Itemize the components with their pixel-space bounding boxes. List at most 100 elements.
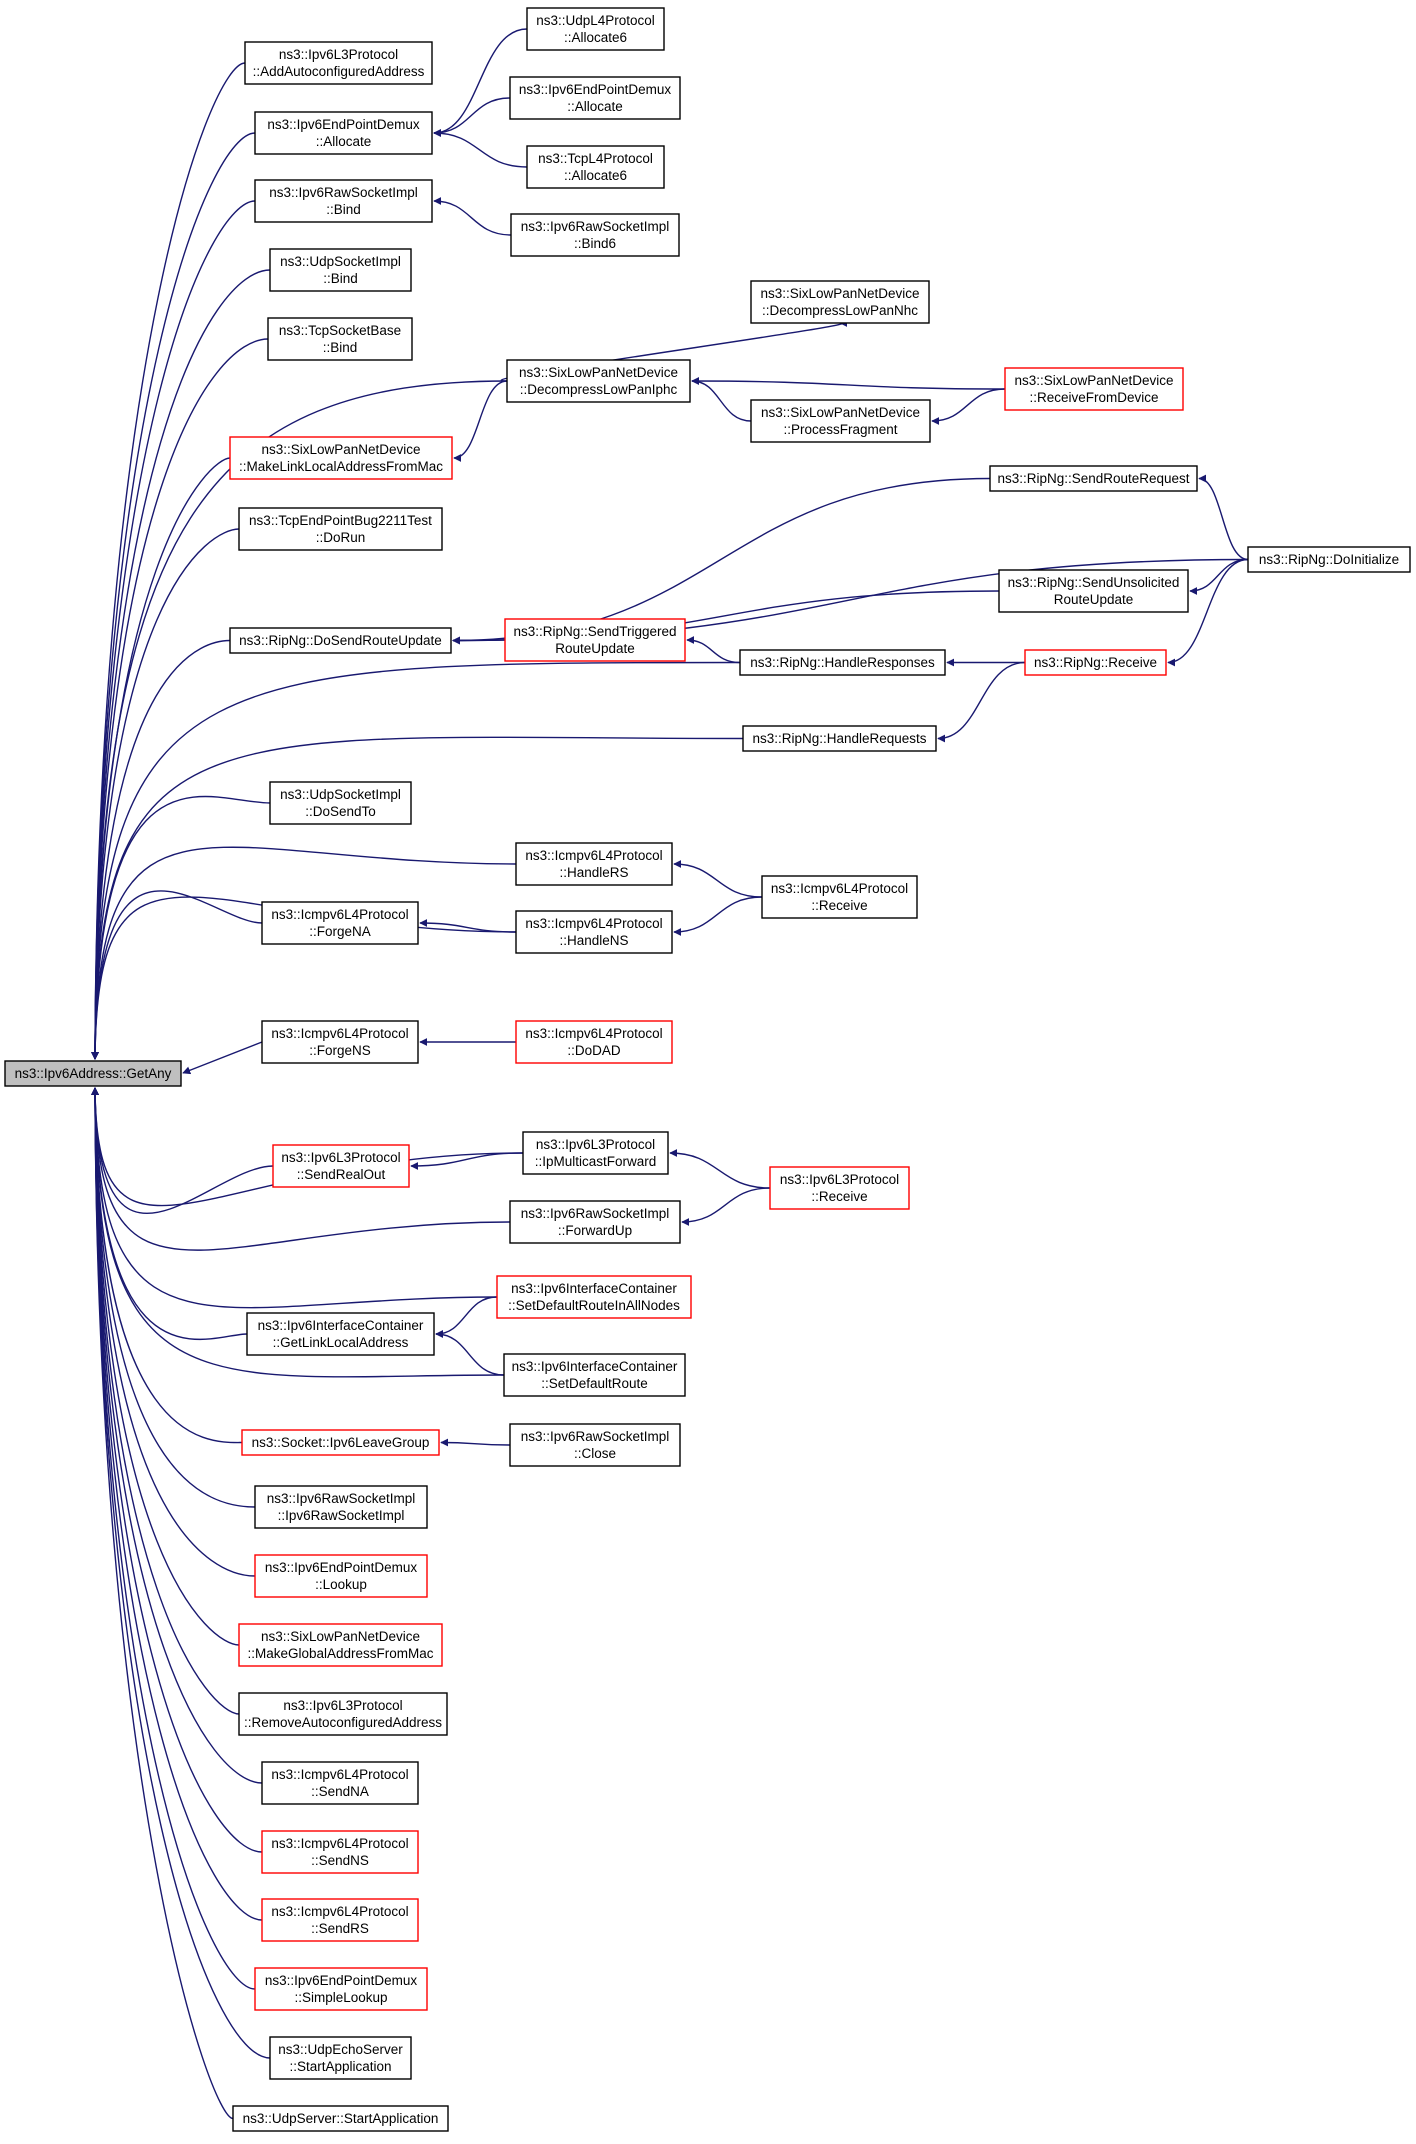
node-box[interactable] xyxy=(238,1692,448,1736)
node-box[interactable] xyxy=(229,436,453,480)
function-node[interactable]: ns3::UdpServer::StartApplication xyxy=(232,2105,449,2132)
node-box[interactable] xyxy=(261,1761,419,1805)
function-node[interactable]: ns3::Icmpv6L4Protocol::SendNS xyxy=(261,1830,419,1874)
function-node[interactable]: ns3::UdpEchoServer::StartApplication xyxy=(269,2036,412,2080)
root-function-node[interactable]: ns3::Ipv6Address::GetAny xyxy=(4,1060,182,1087)
function-node[interactable]: ns3::Socket::Ipv6LeaveGroup xyxy=(241,1429,440,1456)
function-node[interactable]: ns3::TcpL4Protocol::Allocate6 xyxy=(526,145,665,189)
node-box[interactable] xyxy=(232,2105,449,2132)
node-box[interactable] xyxy=(267,317,413,361)
function-node[interactable]: ns3::Icmpv6L4Protocol::DoDAD xyxy=(515,1020,673,1064)
node-box[interactable] xyxy=(238,507,443,551)
function-node[interactable]: ns3::Icmpv6L4Protocol::ForgeNA xyxy=(261,901,419,945)
node-box[interactable] xyxy=(742,725,937,752)
node-box[interactable] xyxy=(254,179,433,223)
node-box[interactable] xyxy=(244,41,433,85)
function-node[interactable]: ns3::Ipv6RawSocketImpl::Close xyxy=(509,1423,681,1467)
function-node[interactable]: ns3::RipNg::Receive xyxy=(1024,649,1167,676)
function-node[interactable]: ns3::Ipv6L3Protocol::SendRealOut xyxy=(272,1144,410,1188)
node-box[interactable] xyxy=(761,875,918,919)
function-node[interactable]: ns3::Ipv6L3Protocol::AddAutoconfiguredAd… xyxy=(244,41,433,85)
node-box[interactable] xyxy=(989,465,1198,492)
function-node[interactable]: ns3::SixLowPanNetDevice::ReceiveFromDevi… xyxy=(1004,367,1184,411)
node-box[interactable] xyxy=(238,1623,443,1667)
function-node[interactable]: ns3::Ipv6RawSocketImpl::Bind xyxy=(254,179,433,223)
node-box[interactable] xyxy=(509,1200,681,1244)
function-node[interactable]: ns3::Ipv6EndPointDemux::Allocate xyxy=(509,76,681,120)
function-node[interactable]: ns3::TcpSocketBase::Bind xyxy=(267,317,413,361)
node-box[interactable] xyxy=(503,1353,686,1397)
function-node[interactable]: ns3::SixLowPanNetDevice::DecompressLowPa… xyxy=(750,280,930,324)
function-node[interactable]: ns3::Ipv6L3Protocol::RemoveAutoconfigure… xyxy=(238,1692,448,1736)
function-node[interactable]: ns3::Ipv6InterfaceContainer::GetLinkLoca… xyxy=(246,1312,435,1356)
node-box[interactable] xyxy=(526,145,665,189)
node-box[interactable] xyxy=(254,1554,428,1598)
node-box[interactable] xyxy=(272,1144,410,1188)
function-node[interactable]: ns3::RipNg::HandleResponses xyxy=(739,649,946,676)
node-box[interactable] xyxy=(998,569,1189,613)
function-node[interactable]: ns3::Ipv6EndPointDemux::Lookup xyxy=(254,1554,428,1598)
function-node[interactable]: ns3::Ipv6EndPointDemux::SimpleLookup xyxy=(254,1967,428,2011)
function-node[interactable]: ns3::Ipv6RawSocketImpl::Ipv6RawSocketImp… xyxy=(254,1485,428,1529)
function-node[interactable]: ns3::RipNg::SendRouteRequest xyxy=(989,465,1198,492)
node-box[interactable] xyxy=(261,1898,419,1942)
function-node[interactable]: ns3::Ipv6RawSocketImpl::ForwardUp xyxy=(509,1200,681,1244)
node-box[interactable] xyxy=(496,1275,692,1319)
node-box[interactable] xyxy=(504,618,686,662)
function-node[interactable]: ns3::TcpEndPointBug2211Test::DoRun xyxy=(238,507,443,551)
node-box[interactable] xyxy=(515,842,673,886)
node-box[interactable] xyxy=(261,1830,419,1874)
node-box[interactable] xyxy=(510,213,680,257)
function-node[interactable]: ns3::RipNg::HandleRequests xyxy=(742,725,937,752)
function-node[interactable]: ns3::Icmpv6L4Protocol::HandleNS xyxy=(515,910,673,954)
node-box[interactable] xyxy=(1004,367,1184,411)
function-node[interactable]: ns3::SixLowPanNetDevice::MakeLinkLocalAd… xyxy=(229,436,453,480)
function-node[interactable]: ns3::Ipv6InterfaceContainer::SetDefaultR… xyxy=(503,1353,686,1397)
node-box[interactable] xyxy=(246,1312,435,1356)
node-box[interactable] xyxy=(254,1485,428,1529)
function-node[interactable]: ns3::RipNg::DoSendRouteUpdate xyxy=(229,627,452,654)
node-box[interactable] xyxy=(4,1060,182,1087)
node-box[interactable] xyxy=(261,1020,419,1064)
function-node[interactable]: ns3::Ipv6RawSocketImpl::Bind6 xyxy=(510,213,680,257)
node-box[interactable] xyxy=(229,627,452,654)
function-node[interactable]: ns3::UdpSocketImpl::DoSendTo xyxy=(269,781,412,825)
node-box[interactable] xyxy=(261,901,419,945)
node-box[interactable] xyxy=(254,111,433,155)
node-box[interactable] xyxy=(269,248,412,292)
node-box[interactable] xyxy=(269,781,412,825)
node-box[interactable] xyxy=(1247,546,1411,573)
function-node[interactable]: ns3::Ipv6InterfaceContainer::SetDefaultR… xyxy=(496,1275,692,1319)
function-node[interactable]: ns3::Icmpv6L4Protocol::SendRS xyxy=(261,1898,419,1942)
node-box[interactable] xyxy=(254,1967,428,2011)
function-node[interactable]: ns3::UdpSocketImpl::Bind xyxy=(269,248,412,292)
node-box[interactable] xyxy=(509,1423,681,1467)
function-node[interactable]: ns3::RipNg::DoInitialize xyxy=(1247,546,1411,573)
node-box[interactable] xyxy=(739,649,946,676)
node-box[interactable] xyxy=(269,2036,412,2080)
function-node[interactable]: ns3::Icmpv6L4Protocol::SendNA xyxy=(261,1761,419,1805)
node-box[interactable] xyxy=(750,280,930,324)
node-box[interactable] xyxy=(515,910,673,954)
node-box[interactable] xyxy=(515,1020,673,1064)
node-box[interactable] xyxy=(750,399,931,443)
node-box[interactable] xyxy=(506,359,691,403)
function-node[interactable]: ns3::Icmpv6L4Protocol::HandleRS xyxy=(515,842,673,886)
node-box[interactable] xyxy=(769,1166,910,1210)
node-box[interactable] xyxy=(241,1429,440,1456)
function-node[interactable]: ns3::UdpL4Protocol::Allocate6 xyxy=(526,7,665,51)
node-box[interactable] xyxy=(509,76,681,120)
node-box[interactable] xyxy=(522,1131,669,1175)
function-node[interactable]: ns3::SixLowPanNetDevice::ProcessFragment xyxy=(750,399,931,443)
function-node[interactable]: ns3::Ipv6L3Protocol::IpMulticastForward xyxy=(522,1131,669,1175)
function-node[interactable]: ns3::Icmpv6L4Protocol::Receive xyxy=(761,875,918,919)
function-node[interactable]: ns3::Icmpv6L4Protocol::ForgeNS xyxy=(261,1020,419,1064)
function-node[interactable]: ns3::SixLowPanNetDevice::MakeGlobalAddre… xyxy=(238,1623,443,1667)
function-node[interactable]: ns3::SixLowPanNetDevice::DecompressLowPa… xyxy=(506,359,691,403)
node-box[interactable] xyxy=(526,7,665,51)
function-node[interactable]: ns3::Ipv6EndPointDemux::Allocate xyxy=(254,111,433,155)
function-node[interactable]: ns3::Ipv6L3Protocol::Receive xyxy=(769,1166,910,1210)
node-box[interactable] xyxy=(1024,649,1167,676)
